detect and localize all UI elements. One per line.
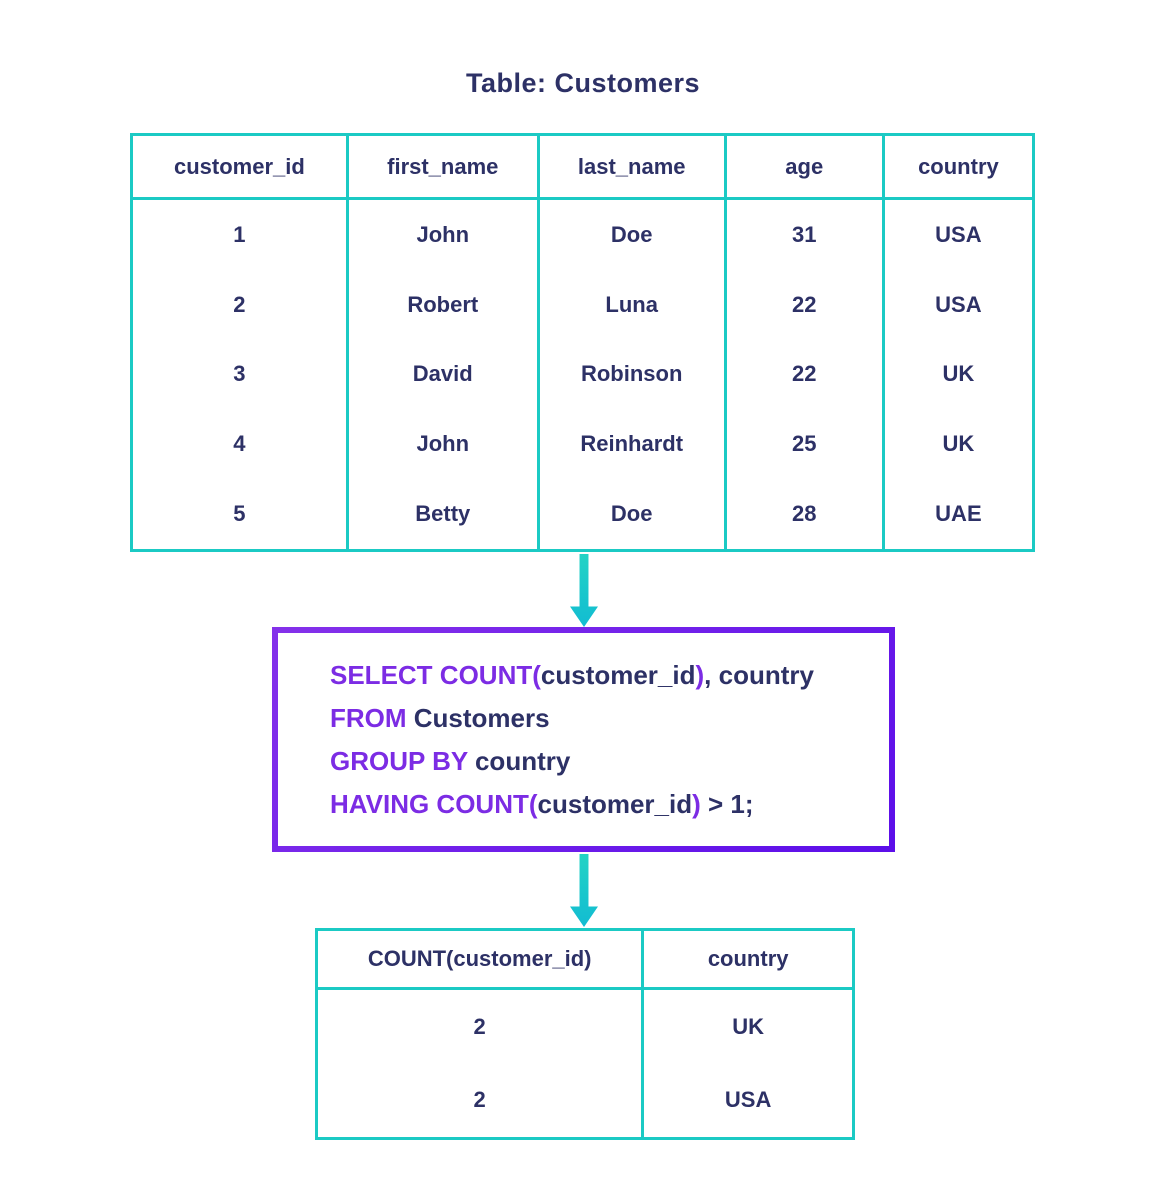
table-cell: Luna xyxy=(540,269,727,340)
table-cell: John xyxy=(349,409,540,480)
table-cell: USA xyxy=(724,1087,772,1113)
table-cell: Robinson xyxy=(540,339,727,410)
table-cell: UK xyxy=(942,361,975,387)
sql-keyword: FROM xyxy=(330,702,407,733)
table-cell: John xyxy=(349,200,540,270)
table-cell: 3 xyxy=(133,339,349,410)
table-cell: 4 xyxy=(133,409,349,480)
table-cell: 28 xyxy=(727,479,885,549)
column-header-count: COUNT(customer_id) xyxy=(318,931,645,990)
sql-identifier: customer_id xyxy=(537,788,693,819)
table-cell: 22 xyxy=(727,269,885,340)
column-header-last-name: last_name xyxy=(539,136,727,200)
column-header-customer-id: customer_id xyxy=(133,136,349,200)
arrow-down-icon xyxy=(570,854,598,927)
table-title: Table: Customers xyxy=(465,68,701,98)
sql-text: > 1; xyxy=(700,788,754,819)
table-cell: Doe xyxy=(540,200,727,270)
arrow-down-icon xyxy=(570,554,598,627)
sql-line-select: SELECT COUNT(customer_id), country xyxy=(330,654,889,697)
table-cell: David xyxy=(349,339,540,410)
table-cell: UAE xyxy=(935,501,982,527)
sql-text: country xyxy=(467,745,571,776)
sql-line-having: HAVING COUNT(customer_id) > 1; xyxy=(330,783,889,826)
column-header-country: country xyxy=(884,136,1032,200)
sql-keyword: GROUP BY xyxy=(330,745,468,776)
sql-keyword: SELECT COUNT( xyxy=(330,659,541,690)
table-cell: 5 xyxy=(133,479,349,549)
table-cell: 1 xyxy=(133,200,349,270)
table-cell: 22 xyxy=(727,339,885,410)
sql-text: , country xyxy=(704,659,814,690)
sql-keyword: ) xyxy=(692,788,701,819)
table-cell: 2 xyxy=(318,1063,645,1137)
table-cell: 25 xyxy=(727,409,885,480)
column-header-first-name: first_name xyxy=(348,136,540,200)
table-cell: USA xyxy=(935,221,982,247)
table-cell: Betty xyxy=(349,479,540,549)
sql-keyword: ) xyxy=(695,659,705,690)
table-cell: USA xyxy=(935,291,982,317)
sql-keyword: HAVING COUNT( xyxy=(330,788,538,819)
table-cell: 2 xyxy=(318,990,645,1064)
column-header-country: country xyxy=(644,931,852,990)
table-cell: Robert xyxy=(349,269,540,340)
table-cell: UK xyxy=(732,1013,765,1039)
customers-table: customer_id first_name last_name age cou… xyxy=(130,133,1035,552)
sql-query-box: SELECT COUNT(customer_id), country FROM … xyxy=(272,627,895,852)
sql-identifier: customer_id xyxy=(540,659,696,690)
table-cell: UK xyxy=(942,431,975,457)
table-cell: 31 xyxy=(727,200,885,270)
table-cell: Doe xyxy=(540,479,727,549)
result-table: COUNT(customer_id) country 2 UK 2 USA xyxy=(315,928,855,1140)
column-header-age: age xyxy=(726,136,885,200)
sql-line-from: FROM Customers xyxy=(330,697,889,740)
sql-line-group-by: GROUP BY country xyxy=(330,740,889,783)
table-cell: 2 xyxy=(133,269,349,340)
table-cell: Reinhardt xyxy=(540,409,727,480)
sql-text: Customers xyxy=(406,702,550,733)
